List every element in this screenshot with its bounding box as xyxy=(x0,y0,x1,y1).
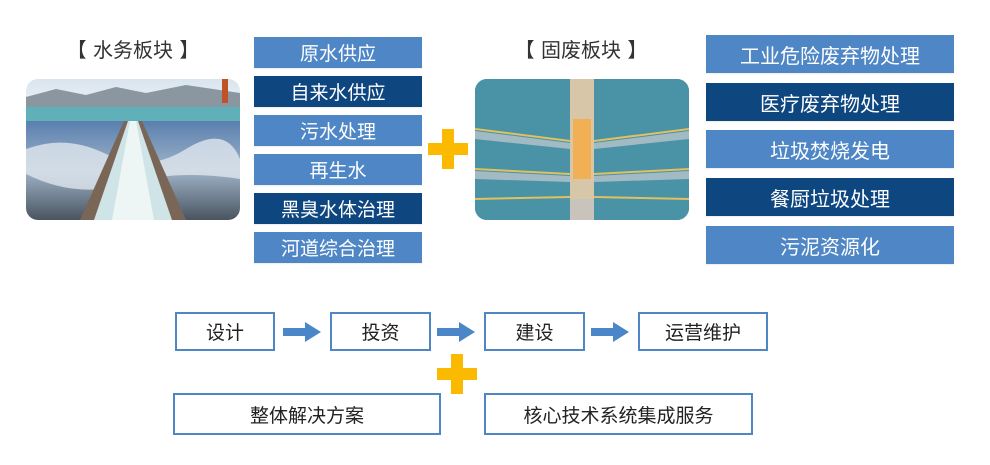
plus-bar-vertical xyxy=(451,354,463,394)
solid-waste-section-title: 【 固废板块 】 xyxy=(514,38,648,62)
solid-waste-service-item: 餐厨垃圾处理 xyxy=(706,178,954,216)
water-service-item: 自来水供应 xyxy=(254,76,422,107)
plus-icon xyxy=(428,129,468,169)
right-arrow-icon xyxy=(283,322,321,342)
arrow-shape xyxy=(591,322,629,342)
plus-bar-vertical xyxy=(442,129,454,169)
process-step-build: 建设 xyxy=(484,312,585,351)
solid-waste-service-item: 医疗废弃物处理 xyxy=(706,83,954,121)
solid-waste-service-item: 工业危险废弃物处理 xyxy=(706,35,954,73)
process-step-invest: 投资 xyxy=(330,312,431,351)
solid-waste-service-item: 垃圾焚烧发电 xyxy=(706,130,954,168)
water-section-title: 【 水务板块 】 xyxy=(66,38,200,62)
water-service-item: 原水供应 xyxy=(254,37,422,68)
solution-overall: 整体解决方案 xyxy=(173,393,441,435)
right-arrow-icon xyxy=(591,322,629,342)
arrow-shape xyxy=(437,322,475,342)
water-service-item: 黑臭水体治理 xyxy=(254,193,422,224)
plus-icon xyxy=(437,354,477,394)
right-arrow-icon xyxy=(437,322,475,342)
waste-plant-photo xyxy=(475,79,689,220)
arrow-shape xyxy=(283,322,321,342)
solid-waste-service-item: 污泥资源化 xyxy=(706,226,954,264)
solution-core-tech-integration: 核心技术系统集成服务 xyxy=(484,393,753,435)
water-service-item: 再生水 xyxy=(254,154,422,185)
water-service-item: 河道综合治理 xyxy=(254,232,422,263)
water-service-item: 污水处理 xyxy=(254,115,422,146)
process-step-operate: 运营维护 xyxy=(638,312,768,351)
water-treatment-photo xyxy=(26,79,240,220)
process-step-design: 设计 xyxy=(175,312,275,351)
